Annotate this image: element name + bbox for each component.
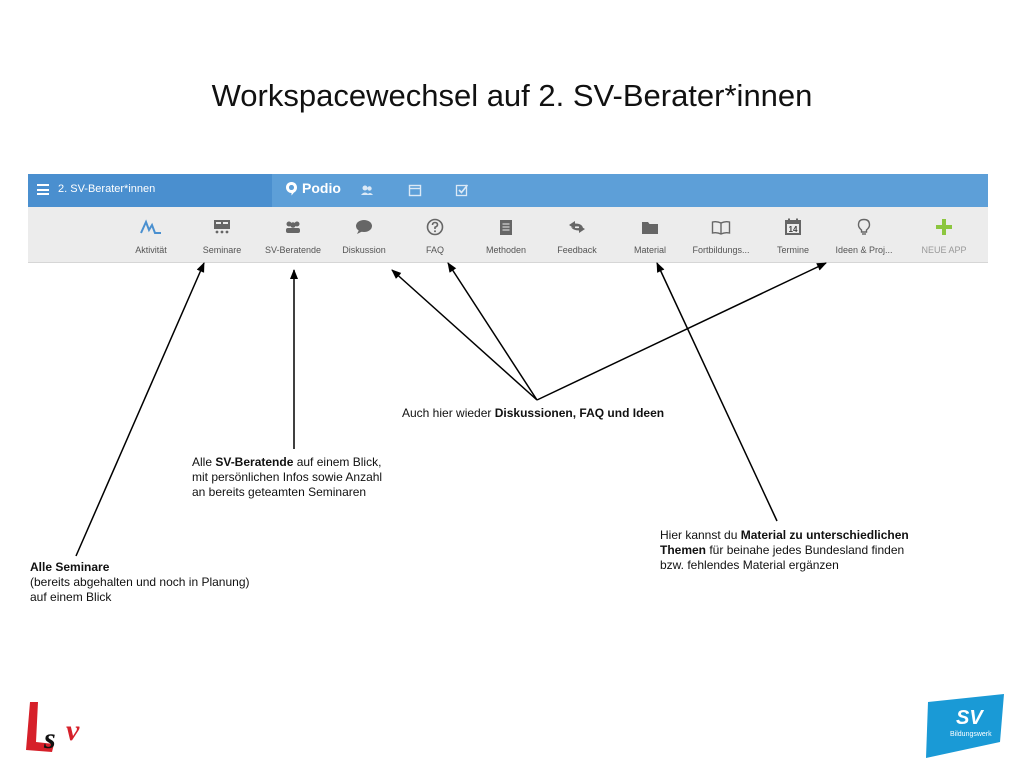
podio-top-bar: 2. SV-Berater*innen Podio (28, 174, 988, 207)
app-neue-app[interactable]: NEUE APP (905, 207, 983, 262)
activity-icon (140, 219, 161, 234)
podio-logo[interactable]: Podio (285, 180, 341, 196)
note-bold-text: Material zu unterschiedlichen (740, 528, 909, 542)
note-sv-beratende: Alle SV-Beratende auf einem Blick, mit p… (192, 455, 382, 500)
lightbulb-icon (857, 218, 871, 235)
app-label: Aktivität (135, 245, 167, 255)
document-icon (500, 219, 512, 235)
workspace-switcher[interactable]: 2. SV-Berater*innen (28, 174, 272, 207)
slide-title: Workspacewechsel auf 2. SV-Berater*innen (211, 78, 813, 113)
arrow-to-ideen (536, 262, 827, 401)
workspace-name[interactable]: 2. SV-Berater*innen (58, 183, 156, 195)
note-text: an bereits geteamten Seminaren (192, 485, 367, 499)
app-label: Ideen & Proj... (835, 245, 893, 255)
note-material: Hier kannst du Material zu unterschiedli… (660, 528, 909, 573)
question-icon (426, 218, 444, 236)
app-diskussion[interactable]: Diskussion (325, 207, 403, 262)
note-diskussion: Auch hier wieder Diskussionen, FAQ und I… (402, 406, 664, 421)
app-label: Feedback (557, 245, 597, 255)
note-bold-text: Diskussionen, FAQ und Ideen (494, 406, 665, 420)
arrow-to-material (656, 262, 778, 522)
app-label: Methoden (485, 245, 527, 255)
app-feedback[interactable]: Feedback (538, 207, 616, 262)
app-label: Seminare (202, 245, 242, 255)
note-bold-text: Themen (660, 543, 707, 557)
podio-logo-text: Podio (302, 180, 341, 196)
note-text: bzw. fehlendes Material ergänzen (660, 558, 839, 572)
note-text: auf einem Blick, (293, 455, 382, 469)
app-sv-beratende[interactable]: SV-Beratende (254, 207, 332, 262)
app-fortbildungs[interactable]: Fortbildungs... (682, 207, 760, 262)
svg-text:s: s (43, 722, 56, 755)
people-icon (286, 221, 300, 233)
contacts-icon[interactable] (360, 183, 374, 197)
app-material[interactable]: Material (611, 207, 689, 262)
note-seminare: Alle Seminare (bereits abgehalten und no… (30, 560, 250, 605)
podio-screenshot: 2. SV-Berater*innen Podio Aktivität (28, 174, 988, 263)
calendar-top-icon[interactable] (408, 183, 422, 197)
app-methoden[interactable]: Methoden (467, 207, 545, 262)
svg-text:v: v (66, 714, 80, 747)
calendar-icon: 14 (785, 218, 801, 235)
note-bold-text: SV-Beratende (215, 455, 294, 469)
folder-icon (642, 221, 658, 234)
tasks-icon[interactable] (455, 183, 469, 197)
feedback-arrows-icon (569, 221, 585, 233)
app-label: NEUE APP (921, 245, 967, 255)
note-text: für beinahe jedes Bundesland finden (706, 543, 905, 557)
plus-icon (936, 219, 952, 235)
logo-sv-text: SV (956, 707, 984, 729)
seminare-icon (214, 220, 230, 234)
chat-bubble-icon (356, 220, 372, 234)
app-ideen-proj[interactable]: Ideen & Proj... (825, 207, 903, 262)
calendar-day: 14 (789, 225, 798, 234)
note-text: mit persönlichen Infos sowie Anzahl (192, 470, 383, 484)
logo-sub-text: Bildungswerk (950, 731, 992, 738)
app-label: Diskussion (342, 245, 386, 255)
note-text: (bereits abgehalten und noch in Planung) (30, 575, 250, 589)
app-bar: Aktivität Seminare SV-Beratende Diskussi… (28, 207, 988, 263)
app-label: SV-Beratende (264, 245, 322, 255)
note-text: auf einem Blick (30, 590, 112, 604)
app-faq[interactable]: FAQ (396, 207, 474, 262)
app-label: Material (633, 245, 666, 255)
note-text: Auch hier wieder (402, 406, 495, 420)
arrow-to-faq (447, 262, 538, 401)
book-icon (711, 220, 731, 235)
app-label: Termine (776, 245, 809, 255)
app-label: FAQ (425, 245, 444, 255)
arrow-to-diskussion (391, 269, 538, 401)
lsv-logo: s v (26, 702, 80, 755)
app-label: Fortbildungs... (692, 245, 750, 255)
podio-logo-icon (286, 181, 297, 195)
app-termine[interactable]: 14 Termine (754, 207, 832, 262)
note-text: Alle (192, 455, 216, 469)
sv-bildungswerk-logo: SV Bildungswerk (926, 694, 1004, 758)
arrow-to-seminare (75, 262, 205, 557)
hamburger-icon[interactable] (37, 184, 49, 195)
note-bold-text: Alle Seminare (30, 560, 110, 574)
app-seminare[interactable]: Seminare (183, 207, 261, 262)
app-aktivitaet[interactable]: Aktivität (112, 207, 190, 262)
note-text: Hier kannst du (660, 528, 741, 542)
